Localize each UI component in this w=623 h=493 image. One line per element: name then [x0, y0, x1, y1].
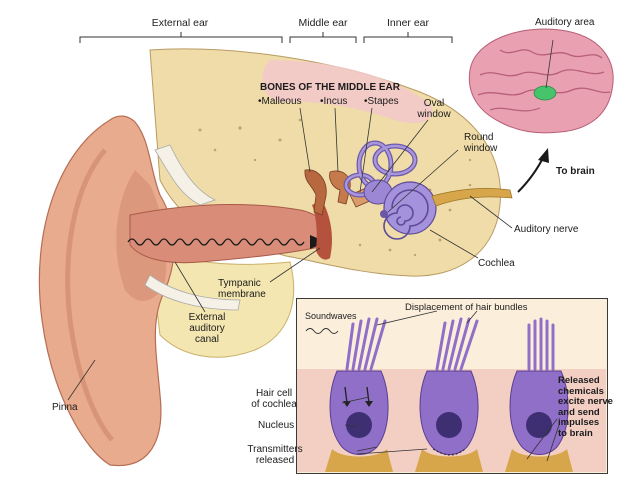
pinna-label: Pinna	[52, 402, 78, 413]
hair-cell-label: Hair cell of cochlea	[244, 388, 304, 410]
to-brain-arrowhead	[538, 148, 549, 163]
auditory-nerve-label: Auditory nerve	[514, 224, 578, 235]
auditory-area-label: Auditory area	[535, 17, 594, 28]
transmitters-label: Transmitters released	[240, 444, 310, 466]
nucleus-label: Nucleus	[258, 420, 294, 431]
released-chemicals-label: Released chemicals excite nerve and send…	[558, 376, 613, 439]
soundwaves-label: Soundwaves	[305, 311, 357, 322]
to-brain-arrow	[518, 156, 544, 192]
brain	[469, 29, 613, 133]
section-brackets	[80, 32, 452, 43]
bones-title: BONES OF THE MIDDLE EAR	[260, 82, 430, 93]
tympanic-membrane-label: Tympanic membrane	[218, 278, 266, 300]
stapes-label: •Stapes	[364, 96, 399, 107]
malleus-label: •Malleous	[258, 96, 302, 107]
middle-ear-label: Middle ear	[290, 18, 356, 29]
round-window	[380, 210, 388, 218]
to-brain-label: To brain	[556, 166, 595, 177]
displacement-label: Displacement of hair bundles	[405, 302, 528, 313]
external-ear-label: External ear	[130, 18, 230, 29]
auditory-area	[534, 86, 556, 100]
incus-label: •Incus	[320, 96, 347, 107]
inner-ear-label: Inner ear	[370, 18, 446, 29]
round-window-label: Round window	[464, 132, 497, 154]
external-auditory-canal-label: External auditory canal	[182, 312, 232, 345]
oval-window-label: Oval window	[416, 98, 452, 120]
cochlea-label: Cochlea	[478, 258, 515, 269]
